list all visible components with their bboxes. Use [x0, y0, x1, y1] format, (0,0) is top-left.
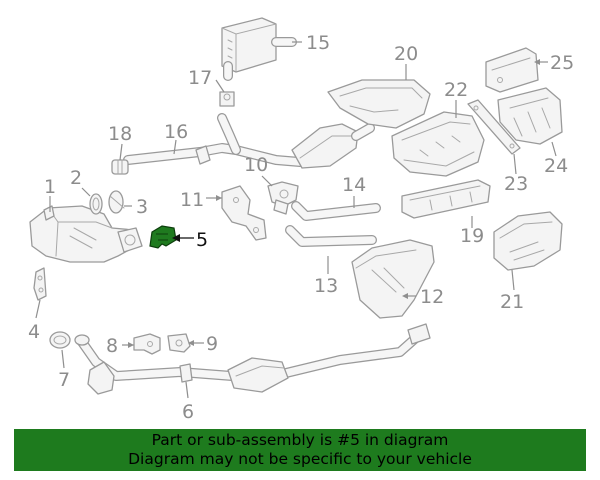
part-19-heat-shield [401, 179, 491, 219]
part-7-gasket [49, 331, 71, 349]
callout-22: 22 [444, 79, 468, 101]
part-6-front-pipe [74, 323, 431, 395]
part-9-isolator [167, 333, 191, 353]
part-16-intermediate-pipe [123, 113, 305, 167]
part-14-heat-shield [291, 201, 381, 221]
callout-6: 6 [182, 401, 194, 423]
callout-7: 7 [58, 369, 70, 391]
part-resonator [291, 123, 375, 169]
part-24-heat-shield [497, 87, 563, 145]
callout-10: 10 [244, 154, 268, 176]
part-11-bracket [221, 185, 267, 241]
callout-19: 19 [460, 225, 484, 247]
part-2-gasket [89, 193, 103, 215]
callout-3: 3 [136, 196, 148, 218]
part-23-bracket [467, 99, 521, 155]
callout-14: 14 [342, 174, 366, 196]
callout-16: 16 [164, 121, 188, 143]
callout-15: 15 [306, 32, 330, 54]
part-1-converter-assembly [29, 205, 143, 263]
callout-24: 24 [544, 155, 568, 177]
part-12-heat-shield [351, 239, 435, 319]
callout-17: 17 [188, 67, 212, 89]
banner-line-2: Diagram may not be specific to your vehi… [128, 450, 472, 468]
part-18-clamp [111, 159, 129, 175]
part-3-clamp [108, 190, 125, 214]
info-banner: Part or sub-assembly is #5 in diagram Di… [14, 429, 586, 471]
callout-18: 18 [108, 123, 132, 145]
callout-5: 5 [196, 229, 208, 251]
callout-20: 20 [394, 43, 418, 65]
callout-8: 8 [106, 335, 118, 357]
callout-25: 25 [550, 52, 574, 74]
callout-9: 9 [206, 333, 218, 355]
part-4-bracket [33, 267, 47, 301]
part-25-heat-shield [485, 47, 539, 93]
exploded-parts-diagram: 1 2 3 4 5 6 7 8 9 10 11 12 13 14 15 16 1… [28, 17, 574, 423]
callout-numbers: 1 2 3 4 5 6 7 8 9 10 11 12 13 14 15 16 1… [28, 32, 574, 423]
part-13-heat-shield [285, 225, 377, 247]
callout-4: 4 [28, 321, 40, 343]
callout-leaders [35, 41, 557, 399]
part-8-bracket [133, 333, 161, 355]
callout-23: 23 [504, 173, 528, 195]
part-22-heat-shield [391, 111, 485, 177]
part-15-rear-muffler [221, 17, 297, 81]
callout-12: 12 [420, 286, 444, 308]
part-5-highlighted-bracket [149, 225, 177, 249]
callout-21: 21 [500, 291, 524, 313]
part-20-heat-shield [327, 79, 431, 129]
callout-2: 2 [70, 167, 82, 189]
part-17-hanger [219, 91, 235, 107]
callout-11: 11 [180, 189, 204, 211]
callout-1: 1 [44, 176, 56, 198]
part-21-heat-shield [493, 211, 563, 271]
part-10-isolator [267, 181, 299, 215]
callout-13: 13 [314, 275, 338, 297]
banner-line-1: Part or sub-assembly is #5 in diagram [151, 431, 449, 449]
